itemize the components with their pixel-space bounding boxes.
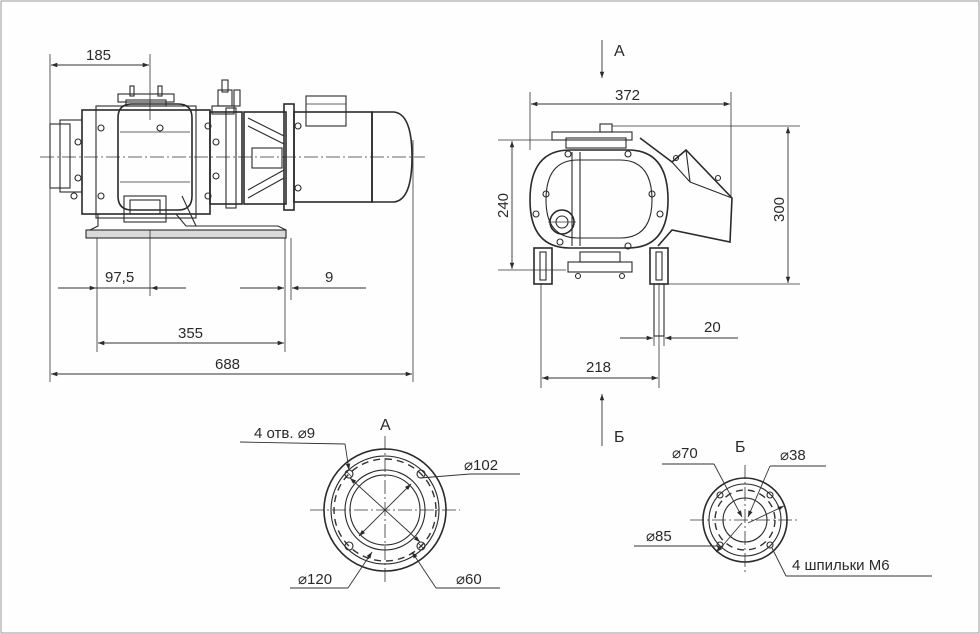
side-view-dimensions	[49, 54, 414, 382]
dim-218-label: 218	[586, 359, 611, 376]
end-view	[529, 123, 733, 337]
flange-a-d60-label: ⌀60	[456, 571, 482, 588]
flange-b-studs-label: 4 шпильки М6	[792, 557, 890, 574]
flange-b-view	[634, 463, 932, 577]
dim-372-label: 372	[615, 87, 640, 104]
view-marker-b: Б	[614, 429, 625, 446]
dim-300-label: 300	[771, 197, 788, 222]
flange-b-title: Б	[735, 439, 746, 456]
flange-b-d38-label: ⌀38	[780, 447, 806, 464]
flange-a-d120-label: ⌀120	[298, 571, 332, 588]
dim-240-label: 240	[495, 193, 512, 218]
flange-b-d85-label: ⌀85	[646, 528, 672, 545]
view-marker-a: А	[614, 43, 625, 60]
side-view	[40, 79, 425, 239]
dim-355-label: 355	[178, 325, 203, 342]
end-view-dimensions	[498, 92, 800, 388]
flange-a-title: А	[380, 417, 391, 434]
flange-a-view	[239, 436, 520, 589]
dim-185-label: 185	[86, 47, 111, 64]
dim-20-label: 20	[704, 319, 721, 336]
dim-9-label: 9	[325, 269, 333, 286]
dim-688-label: 688	[215, 356, 240, 373]
flange-b-d70-label: ⌀70	[672, 445, 698, 462]
flange-a-d102-label: ⌀102	[464, 457, 498, 474]
dim-97-5-label: 97,5	[105, 269, 134, 286]
flange-a-holes-label: 4 отв. ⌀9	[254, 425, 315, 442]
